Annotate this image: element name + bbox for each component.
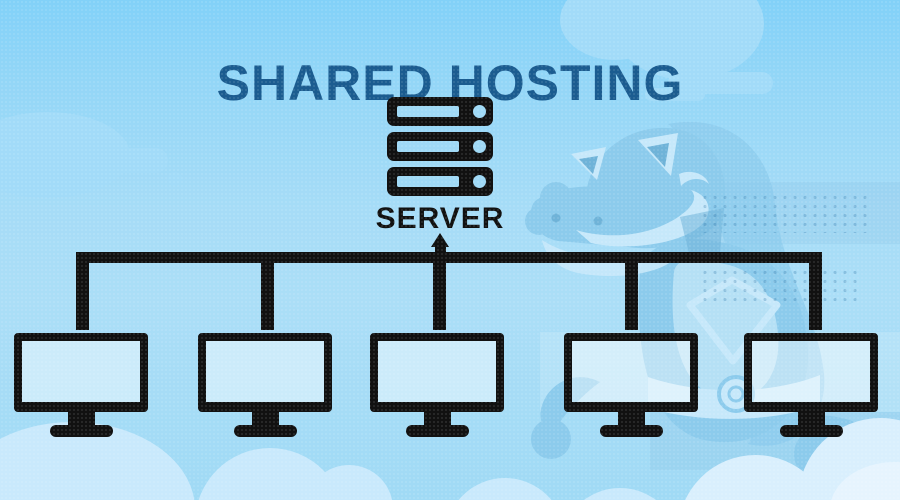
server-led (473, 140, 486, 153)
client-monitor-4 (564, 333, 698, 437)
monitor-base (599, 425, 663, 437)
server-slot (397, 176, 459, 187)
cloud (60, 148, 168, 173)
connector-drop-5 (809, 252, 822, 330)
connector-trunk-line (76, 252, 822, 263)
halftone-dots (700, 193, 870, 233)
monitor-screen (14, 333, 148, 412)
monitor-screen (564, 333, 698, 412)
server-led (473, 175, 486, 188)
arrow-up-icon (431, 233, 449, 247)
server-led (473, 105, 486, 118)
monitor-stand (423, 411, 451, 425)
client-monitor-2 (198, 333, 332, 437)
monitor-base (405, 425, 469, 437)
server-rack-icon (387, 97, 493, 196)
monitor-stand (67, 411, 95, 425)
connector-drop-4 (625, 252, 638, 330)
server-rack-unit (387, 167, 493, 196)
monitor-screen (370, 333, 504, 412)
monitor-stand (251, 411, 279, 425)
arrow-stem (435, 245, 446, 254)
server-slot (397, 106, 459, 117)
server-slot (397, 141, 459, 152)
server-rack-unit (387, 97, 493, 126)
monitor-screen (744, 333, 878, 412)
client-monitor-5 (744, 333, 878, 437)
monitor-base (779, 425, 843, 437)
monitor-screen (198, 333, 332, 412)
cloud (645, 88, 705, 101)
gator-mascot-watermark (525, 122, 887, 480)
cloud (168, 172, 182, 186)
halftone-dots (700, 268, 860, 306)
monitor-base (233, 425, 297, 437)
connector-drop-3 (433, 252, 446, 330)
monitor-stand (797, 411, 825, 425)
connector-drop-2 (261, 252, 274, 330)
server-label: SERVER (375, 202, 505, 235)
client-monitor-1 (14, 333, 148, 437)
client-monitor-3 (370, 333, 504, 437)
monitor-stand (617, 411, 645, 425)
connector-drop-1 (76, 252, 89, 330)
monitor-base (49, 425, 113, 437)
server-rack-unit (387, 132, 493, 161)
